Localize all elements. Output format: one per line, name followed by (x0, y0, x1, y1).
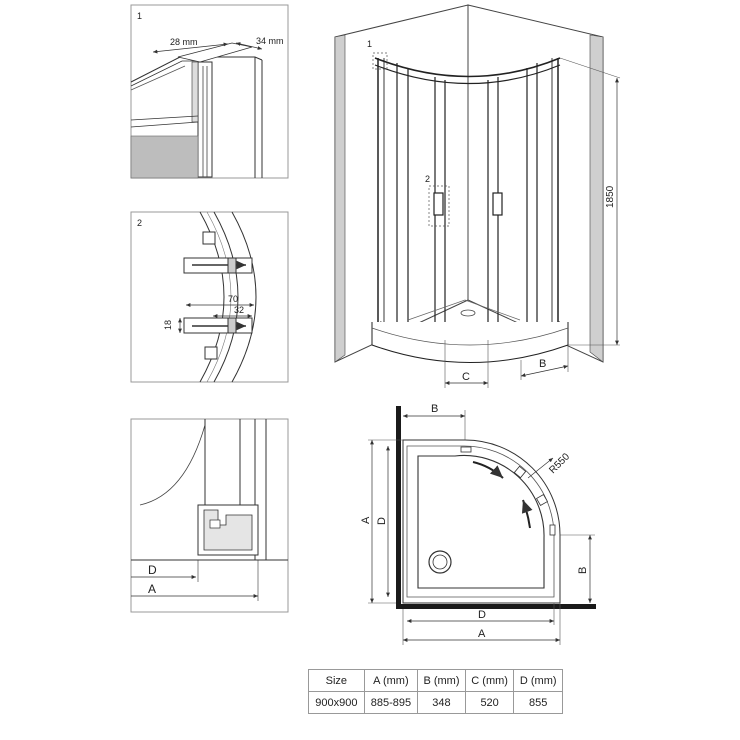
table-header-cell: Size (308, 669, 365, 692)
plan-radius-label: R550 (547, 451, 572, 476)
enclosure-label-b: B (539, 358, 546, 370)
plan-label-a-left: A (360, 516, 372, 524)
detail-3-label-a: A (148, 582, 156, 596)
enclosure-perspective: 1 2 1850 C B (334, 4, 621, 388)
table-cell: 900x900 (308, 691, 365, 714)
plan-view: R550 B B A D D A (360, 403, 596, 645)
enclosure-label-c: C (462, 371, 470, 383)
detail-2-dim-32: 32 (234, 305, 244, 315)
table-cell: 885-895 (363, 691, 419, 714)
detail-2-number: 2 (137, 218, 142, 228)
detail-2-dim-70: 70 (228, 294, 238, 304)
detail-3-panel: D A (130, 418, 289, 613)
table-header-row: Size A (mm) B (mm) C (mm) D (mm) (308, 669, 563, 692)
table-cell: 520 (464, 691, 515, 714)
table-header-cell: A (mm) (363, 669, 419, 692)
enclosure-callout-2: 2 (425, 174, 430, 184)
detail-2-dim-18: 18 (163, 320, 173, 330)
table-header-cell: C (mm) (464, 669, 515, 692)
detail-1-number: 1 (137, 11, 142, 21)
plan-label-d-left: D (376, 517, 388, 525)
table-row: 900x900 885-895 348 520 855 (308, 691, 563, 714)
dimensions-table: Size A (mm) B (mm) C (mm) D (mm) 900x900… (308, 669, 563, 714)
detail-1-width-label: 28 mm (170, 37, 198, 47)
table-cell: 348 (417, 691, 466, 714)
table-cell: 855 (513, 691, 563, 714)
detail-2-panel: 2 70 32 18 (130, 211, 289, 383)
enclosure-height-label: 1850 (605, 185, 616, 208)
detail-1-panel: 1 28 mm 34 mm (130, 4, 289, 179)
plan-label-b-right: B (577, 567, 589, 574)
table-header-cell: B (mm) (417, 669, 466, 692)
plan-label-a-bottom: A (478, 628, 486, 640)
enclosure-callout-1: 1 (367, 39, 372, 49)
detail-1-depth-label: 34 mm (256, 36, 284, 46)
plan-label-d-bottom: D (478, 609, 486, 621)
table-header-cell: D (mm) (513, 669, 563, 692)
plan-label-b-top: B (431, 403, 438, 415)
detail-3-label-d: D (148, 563, 157, 577)
